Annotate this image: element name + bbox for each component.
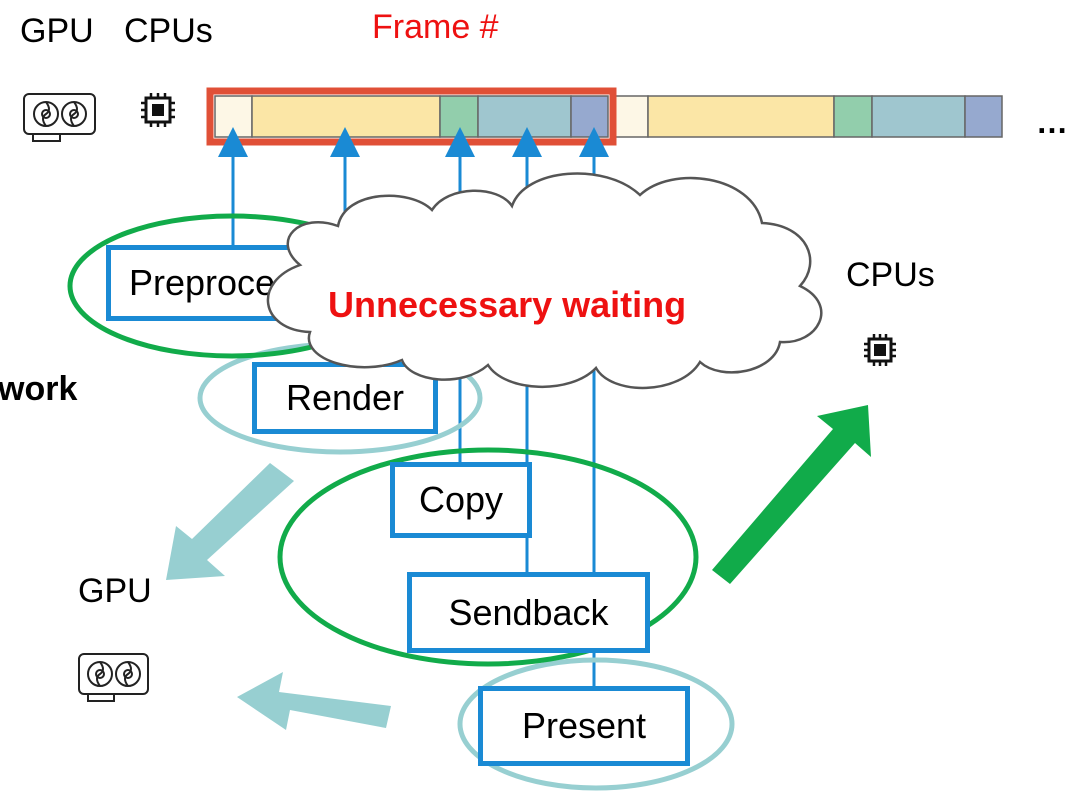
work-label: work bbox=[0, 370, 78, 408]
segment-render bbox=[647, 95, 835, 138]
cpus-label-top: CPUs bbox=[124, 12, 213, 50]
stage-sendback: Sendback bbox=[407, 572, 650, 653]
segment-present bbox=[964, 95, 1003, 138]
arrow-to-gpu-upper bbox=[166, 463, 294, 580]
cpus-label-right: CPUs bbox=[846, 256, 935, 294]
copy-sendback-ellipse bbox=[277, 447, 699, 667]
stage-sendback-label: Sendback bbox=[448, 591, 609, 633]
cloud-shape bbox=[266, 172, 823, 390]
frame-highlight bbox=[206, 87, 617, 146]
stage-present-label: Present bbox=[521, 705, 647, 746]
arrow-to-cpus bbox=[712, 405, 871, 584]
gpu-icon bbox=[78, 653, 149, 702]
arrow-to-gpu-lower bbox=[237, 672, 391, 730]
gpu-label-top: GPU bbox=[20, 12, 94, 50]
chip-icon bbox=[141, 93, 175, 127]
segment-copy bbox=[833, 95, 873, 138]
stage-render-label: Render bbox=[285, 377, 405, 418]
stage-copy-label: Copy bbox=[418, 479, 504, 520]
stage-copy: Copy bbox=[390, 462, 532, 538]
cloud-text: Unnecessary waiting bbox=[328, 284, 687, 325]
frame-label: Frame # bbox=[372, 8, 499, 46]
segment-sendback bbox=[871, 95, 966, 138]
stage-present: Present bbox=[478, 686, 690, 766]
chip-icon bbox=[864, 334, 896, 366]
gpu-label-left: GPU bbox=[78, 572, 152, 610]
gpu-icon bbox=[23, 93, 96, 142]
frame-timeline bbox=[206, 87, 1003, 146]
present-ellipse bbox=[457, 657, 735, 791]
